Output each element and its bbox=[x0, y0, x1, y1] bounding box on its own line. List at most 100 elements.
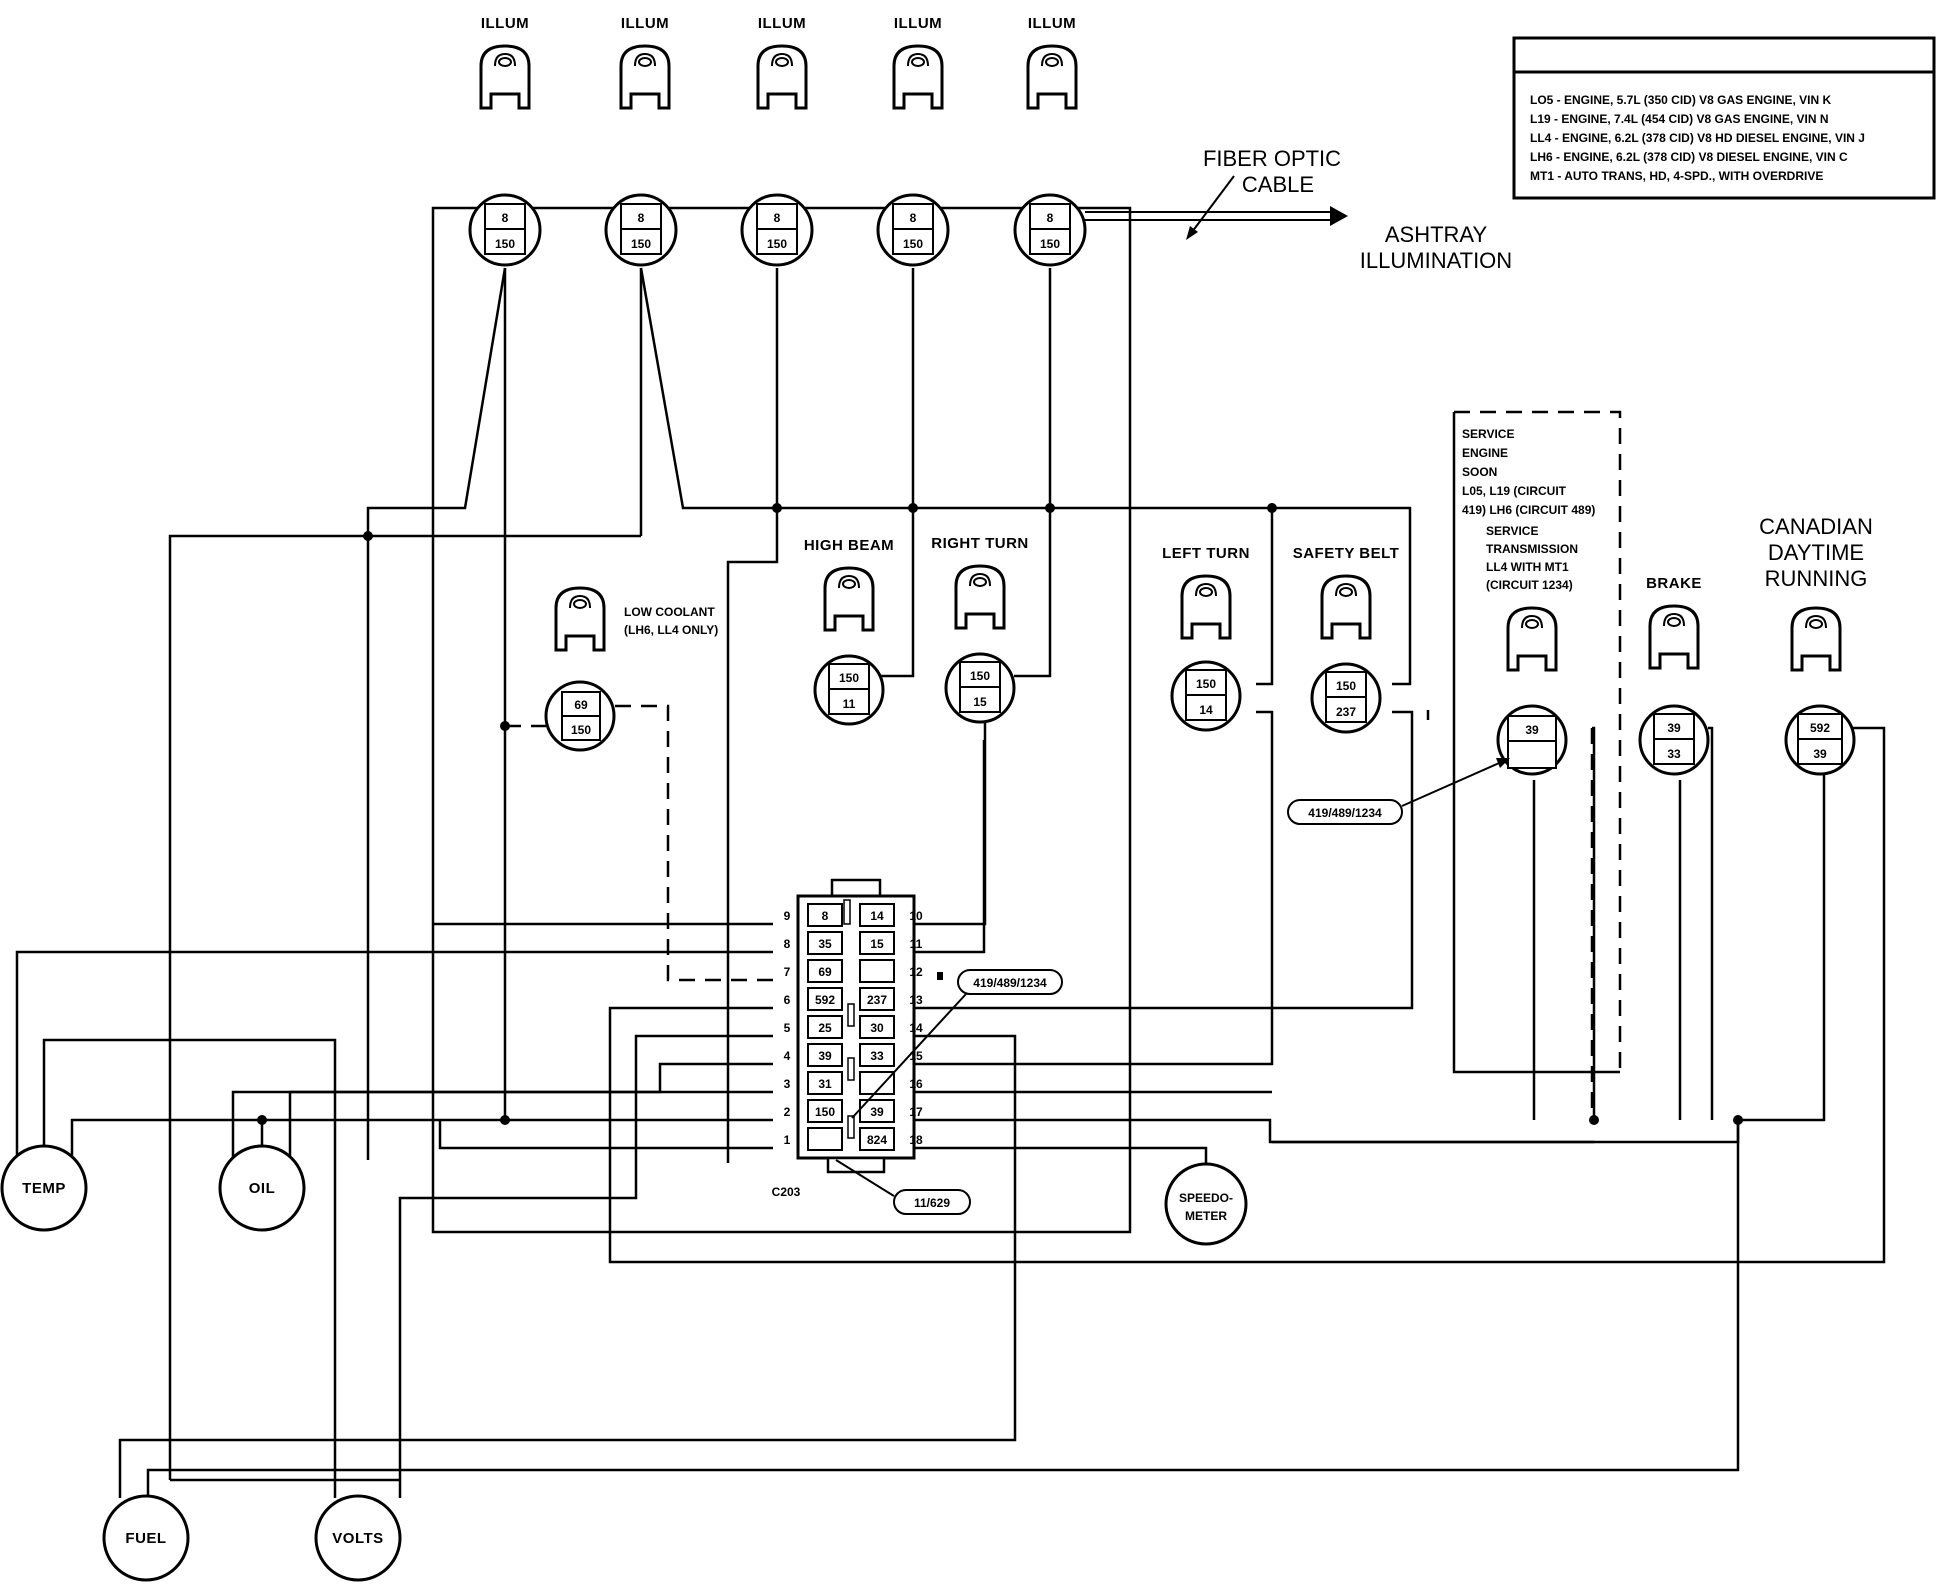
connector-cell-left bbox=[807, 1071, 843, 1095]
legend-line-4: LH6 - ENGINE, 6.2L (378 CID) V8 DIESEL E… bbox=[1530, 150, 1848, 164]
connector-cell-left bbox=[807, 1043, 843, 1067]
connector-pin-left: 6 bbox=[784, 993, 791, 1007]
canadian-top: 592 bbox=[1810, 721, 1830, 735]
bulb-icon bbox=[1648, 604, 1700, 670]
bulb-icon bbox=[1506, 606, 1558, 672]
connector-cell-left-text: 592 bbox=[815, 993, 835, 1007]
connector-cell-left-text: 35 bbox=[818, 937, 832, 951]
connector-cell-left-text: 39 bbox=[818, 1049, 832, 1063]
connector-pin-right: 11 bbox=[910, 937, 923, 951]
right-turn: RIGHT TURN 150 15 bbox=[931, 535, 1028, 724]
brake-label: BRAKE bbox=[1646, 575, 1702, 592]
socket-3-bottom: 150 bbox=[767, 237, 787, 251]
fiber-label-2: CABLE bbox=[1242, 172, 1314, 197]
connector-cell-right-text: 237 bbox=[867, 993, 887, 1007]
connector-cell-left bbox=[807, 1127, 843, 1151]
top-bulb-5: ILLUM bbox=[1026, 15, 1078, 110]
fiber-optic: FIBER OPTIC CABLE ASHTRAY ILLUMINATION bbox=[1085, 146, 1512, 273]
connector-cell-left-text: 150 bbox=[815, 1105, 835, 1119]
service-value: 39 bbox=[1525, 723, 1539, 737]
ashtray-label-1: ASHTRAY bbox=[1385, 222, 1488, 247]
arrow-right-icon bbox=[1330, 206, 1348, 226]
service-line-5: 419) LH6 (CIRCUIT 489) bbox=[1462, 503, 1595, 517]
service-line2-1: SERVICE bbox=[1486, 524, 1538, 538]
brake-bottom: 33 bbox=[1667, 747, 1681, 761]
connector-cell-right-text: 15 bbox=[870, 937, 884, 951]
legend-line-3: LL4 - ENGINE, 6.2L (378 CID) V8 HD DIESE… bbox=[1530, 131, 1865, 145]
top-socket-5: 8 150 bbox=[1013, 193, 1087, 267]
brake: BRAKE 39 33 bbox=[1638, 575, 1710, 776]
low-coolant-bottom: 150 bbox=[571, 723, 591, 737]
socket-5-bottom: 150 bbox=[1040, 237, 1060, 251]
safety-belt: SAFETY BELT 150 237 bbox=[1293, 545, 1399, 734]
service-callout: 419/489/1234 bbox=[1308, 806, 1382, 820]
gauge-temp: TEMP bbox=[0, 1144, 88, 1232]
canadian-label-3: RUNNING bbox=[1765, 566, 1868, 591]
connector-cell-left bbox=[807, 959, 843, 983]
bulb-icon bbox=[554, 586, 606, 652]
bulb-icon bbox=[823, 566, 875, 632]
socket-4-bottom: 150 bbox=[903, 237, 923, 251]
connector-pin-right: 16 bbox=[909, 1077, 923, 1091]
connector-cell-left bbox=[807, 987, 843, 1011]
connector-cell-right bbox=[859, 987, 895, 1011]
legend-line-1: LO5 - ENGINE, 5.7L (350 CID) V8 GAS ENGI… bbox=[1530, 93, 1832, 107]
high-beam-label: HIGH BEAM bbox=[804, 537, 894, 554]
connector-pin-left: 3 bbox=[784, 1077, 791, 1091]
right-turn-bottom: 15 bbox=[973, 695, 987, 709]
bulb-icon bbox=[479, 44, 531, 110]
speedo-label-2: METER bbox=[1185, 1209, 1227, 1223]
bulb-icon bbox=[892, 44, 944, 110]
service-engine: SERVICE ENGINE SOON L05, L19 (CIRCUIT 41… bbox=[1287, 427, 1595, 825]
bulb-icon bbox=[1790, 606, 1842, 672]
connector-cell-left bbox=[807, 903, 843, 927]
bulb-icon bbox=[756, 44, 808, 110]
socket-5-top: 8 bbox=[1047, 211, 1054, 225]
connector-callout-b: 11/629 bbox=[914, 1196, 950, 1210]
illum-label-3: ILLUM bbox=[758, 15, 806, 32]
connector-cell-left-text: 69 bbox=[818, 965, 832, 979]
socket-1-top: 8 bbox=[502, 211, 509, 225]
connector-cell-right bbox=[859, 1071, 895, 1095]
left-turn-bottom: 14 bbox=[1199, 703, 1213, 717]
illum-label-4: ILLUM bbox=[894, 15, 942, 32]
connector-pin-right: 10 bbox=[909, 909, 923, 923]
connector-pin-right: 18 bbox=[909, 1133, 923, 1147]
connector-cell-right bbox=[859, 903, 895, 927]
socket-2-bottom: 150 bbox=[631, 237, 651, 251]
connector-pin-left: 8 bbox=[784, 937, 791, 951]
service-line-1: SERVICE bbox=[1462, 427, 1514, 441]
connector-callout-a: 419/489/1234 bbox=[973, 976, 1047, 990]
connector-cell-right-text: 14 bbox=[870, 909, 884, 923]
safety-belt-top: 150 bbox=[1336, 679, 1356, 693]
canadian-label-2: DAYTIME bbox=[1768, 540, 1864, 565]
connector-cell-left bbox=[807, 1015, 843, 1039]
connector-pin-right: 15 bbox=[909, 1049, 923, 1063]
connector-pin-right: 12 bbox=[909, 965, 923, 979]
gauge-volts-label: VOLTS bbox=[332, 1530, 383, 1547]
connector-pin-right: 17 bbox=[909, 1105, 923, 1119]
service-line2-2: TRANSMISSION bbox=[1486, 542, 1578, 556]
brake-top: 39 bbox=[1667, 721, 1681, 735]
bulb-icon bbox=[1026, 44, 1078, 110]
top-socket-1: 8 150 bbox=[468, 193, 542, 267]
gauge-speedometer: SPEEDO- METER bbox=[1164, 1162, 1248, 1246]
canadian-bottom: 39 bbox=[1813, 747, 1827, 761]
connector-cell-right-text: 33 bbox=[870, 1049, 884, 1063]
bulb-icon bbox=[1320, 574, 1372, 640]
illum-label-5: ILLUM bbox=[1028, 15, 1076, 32]
high-beam-bottom: 11 bbox=[843, 697, 856, 711]
connector-cell-left bbox=[807, 931, 843, 955]
connector-pin-left: 9 bbox=[784, 909, 791, 923]
service-line2-4: (CIRCUIT 1234) bbox=[1486, 578, 1573, 592]
legend-line-5: MT1 - AUTO TRANS, HD, 4-SPD., WITH OVERD… bbox=[1530, 169, 1823, 183]
service-line-2: ENGINE bbox=[1462, 446, 1508, 460]
arrow-icon bbox=[1496, 758, 1510, 768]
connector-pin-right: 14 bbox=[909, 1021, 923, 1035]
connector-pin-left: 4 bbox=[784, 1049, 791, 1063]
left-turn-top: 150 bbox=[1196, 677, 1216, 691]
low-coolant-label-2: (LH6, LL4 ONLY) bbox=[624, 623, 718, 637]
gauge-oil-label: OIL bbox=[249, 1180, 276, 1197]
low-coolant-top: 69 bbox=[574, 698, 588, 712]
wires bbox=[15, 198, 1886, 1498]
